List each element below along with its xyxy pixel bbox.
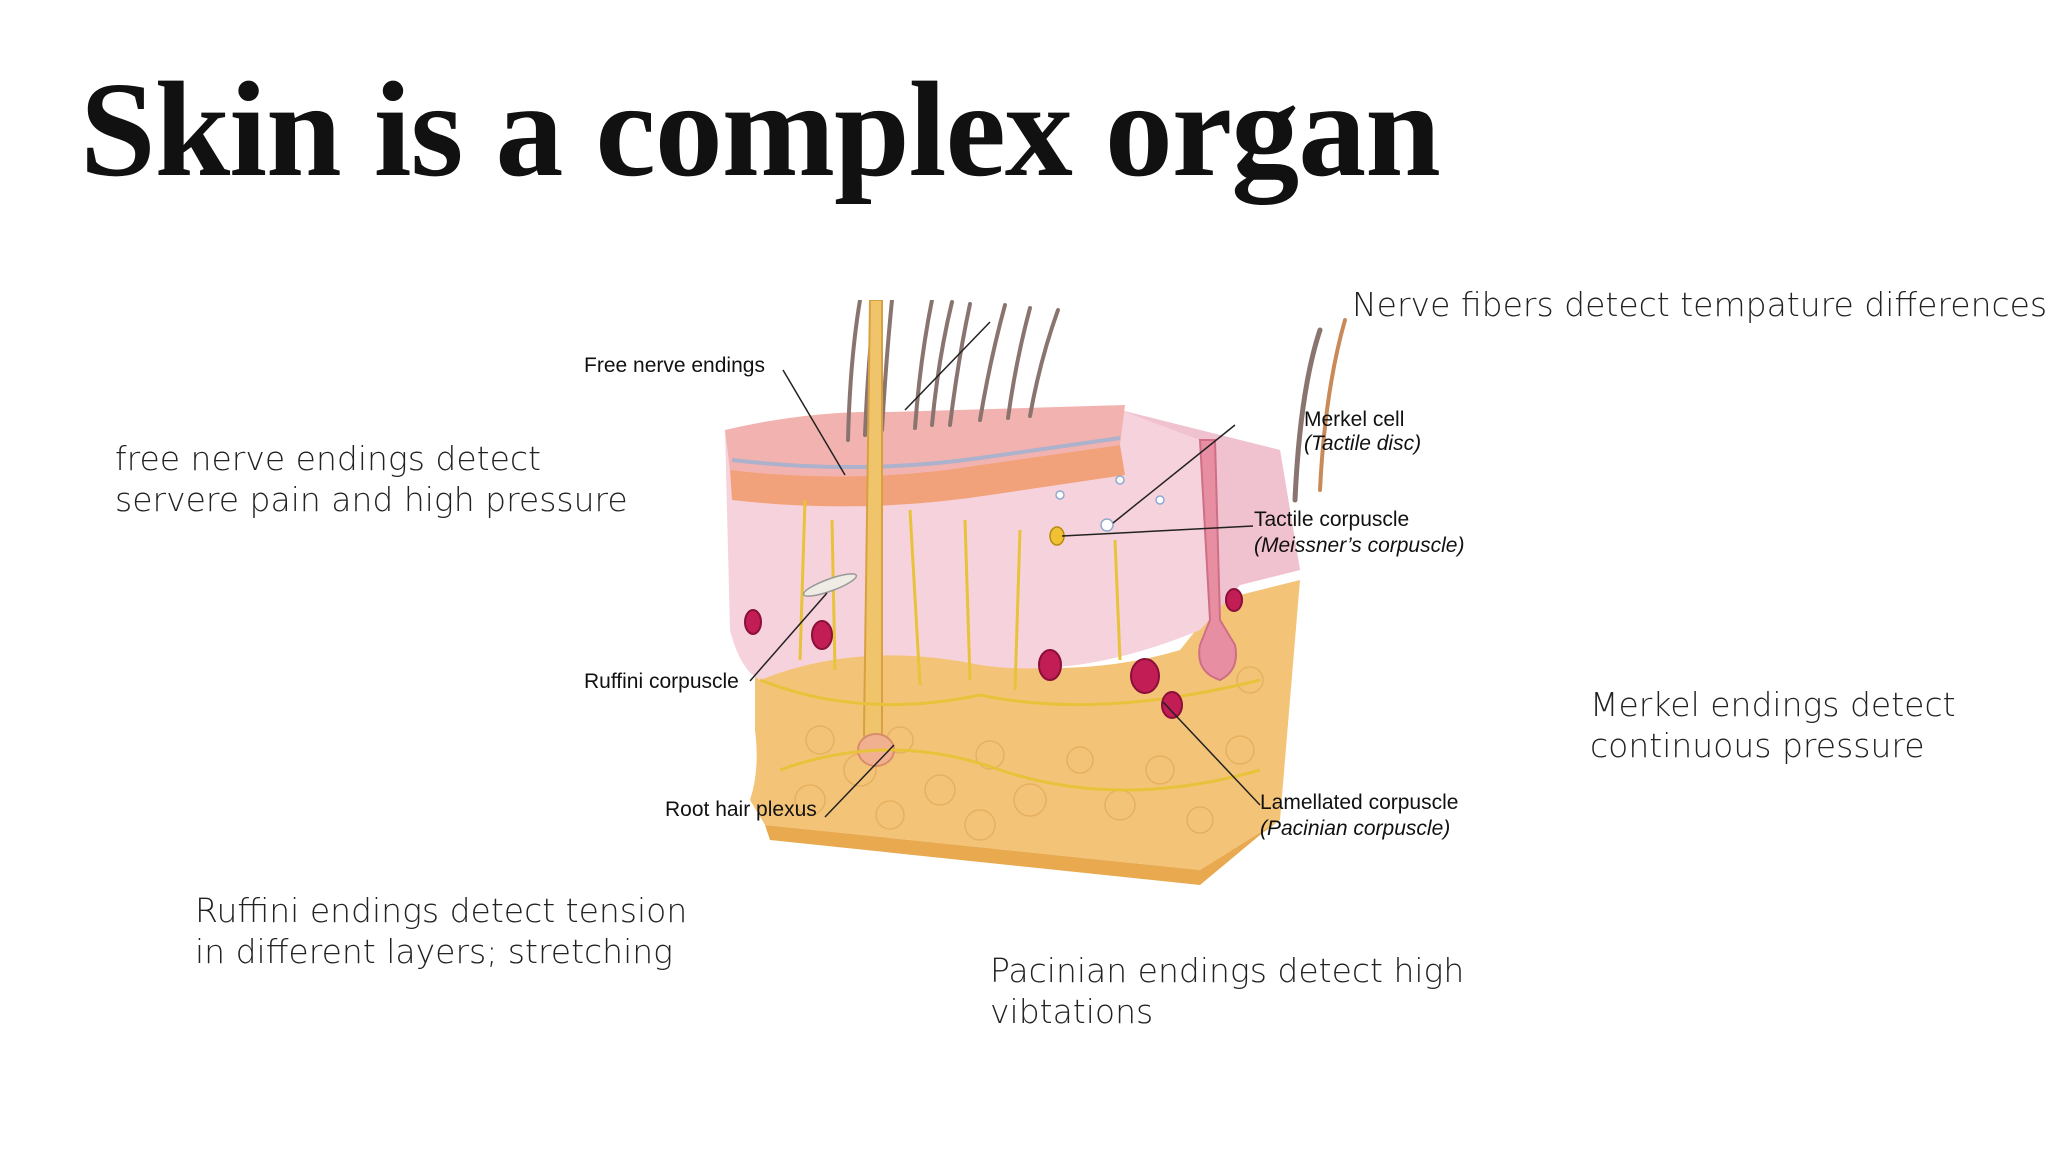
note-line: Merkel endings detect bbox=[1590, 685, 1956, 724]
label-lamellated-corpuscle-alt: (Pacinian corpuscle) bbox=[1260, 817, 1450, 840]
note-line: servere pain and high pressure bbox=[115, 480, 628, 519]
label-merkel-cell: Merkel cell bbox=[1304, 408, 1404, 431]
note-pacinian-endings: Pacinian endings detect high vibtations bbox=[990, 950, 1464, 1032]
note-line: Pacinian endings detect high bbox=[990, 951, 1465, 990]
slide-title: Skin is a complex organ bbox=[80, 55, 1441, 205]
label-tactile-corpuscle-alt: (Meissner’s corpuscle) bbox=[1254, 534, 1464, 557]
label-merkel-cell-alt: (Tactile disc) bbox=[1304, 432, 1421, 455]
note-nerve-fibers: Nerve fibers detect tempature difference… bbox=[1352, 284, 2047, 325]
skin-cross-section-diagram: Free nerve endings Merkel cell (Tactile … bbox=[584, 300, 1464, 885]
note-line: Ruffini endings detect tension bbox=[195, 891, 688, 930]
hypodermis-layer bbox=[750, 580, 1300, 885]
epidermis-layer bbox=[725, 405, 1125, 507]
sweat-gland-duct bbox=[1198, 439, 1237, 682]
tactile-corpuscle bbox=[1049, 526, 1065, 546]
pacinian-corpuscles bbox=[744, 588, 1243, 719]
note-line: in different layers; stretching bbox=[195, 932, 673, 971]
nerve-fibers bbox=[759, 499, 1261, 792]
label-lamellated-corpuscle: Lamellated corpuscle bbox=[1260, 791, 1458, 814]
label-tactile-corpuscle: Tactile corpuscle bbox=[1254, 508, 1409, 531]
note-merkel-endings: Merkel endings detect continuous pressur… bbox=[1590, 684, 1956, 766]
note-line: vibtations bbox=[990, 992, 1154, 1031]
note-ruffini-endings: Ruffini endings detect tension in differ… bbox=[195, 890, 687, 972]
label-free-nerve-endings: Free nerve endings bbox=[584, 354, 765, 377]
ruffini-corpuscle bbox=[802, 573, 858, 597]
label-ruffini-corpuscle: Ruffini corpuscle bbox=[584, 670, 739, 693]
merkel-cells bbox=[1055, 475, 1165, 532]
note-line: free nerve endings detect bbox=[115, 439, 541, 478]
note-line: continuous pressure bbox=[1590, 726, 1925, 765]
leader-lines bbox=[749, 321, 1261, 818]
note-free-nerve-endings: free nerve endings detect servere pain a… bbox=[115, 438, 628, 520]
label-root-hair-plexus: Root hair plexus bbox=[665, 798, 817, 821]
note-line: Nerve fibers detect tempature difference… bbox=[1352, 285, 2048, 324]
hair-shafts bbox=[846, 300, 1347, 503]
